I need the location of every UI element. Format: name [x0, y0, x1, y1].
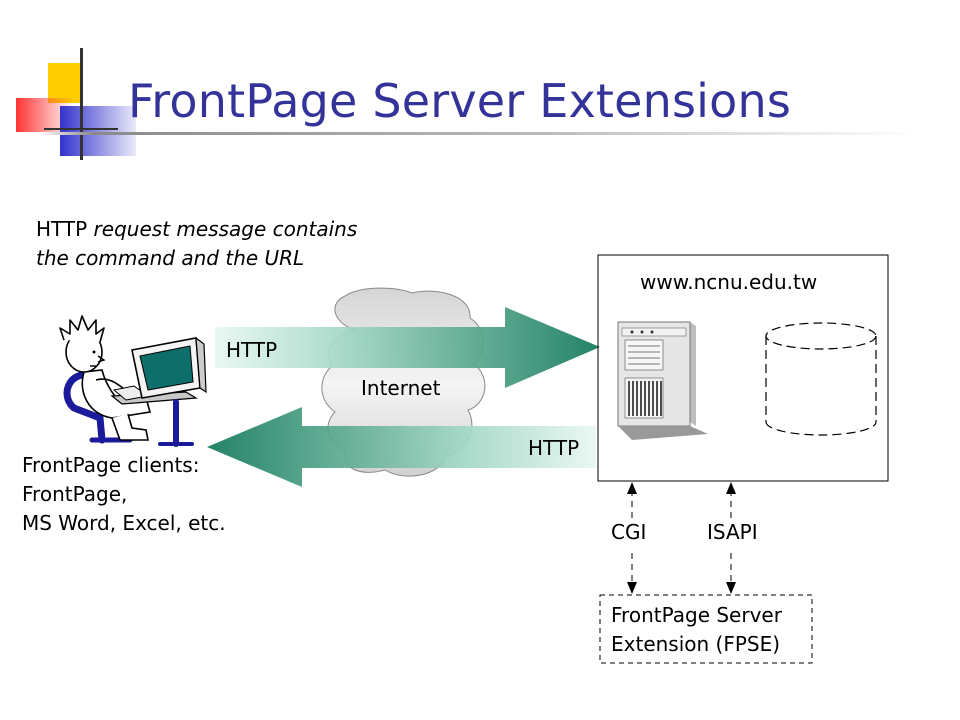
request-arrow — [215, 307, 600, 388]
client-user-icon — [59, 315, 207, 447]
isapi-label: ISAPI — [707, 520, 758, 544]
fpse-box — [599, 594, 813, 664]
request-note-rest: request message contains — [93, 217, 358, 241]
request-note: HTTP request message contains the comman… — [36, 215, 357, 273]
client-caption-line1: FrontPage clients: — [22, 453, 200, 477]
fpse-label: FrontPage Server Extension (FPSE) — [611, 601, 782, 659]
internet-label: Internet — [361, 376, 441, 400]
request-note-prefix: HTTP — [36, 217, 88, 241]
title-logo-icon — [16, 48, 136, 160]
response-arrow — [207, 407, 596, 487]
server-hostname: www.ncnu.edu.tw — [640, 270, 818, 294]
server-box — [597, 254, 889, 482]
isapi-connector — [726, 482, 736, 594]
request-arrow-label: HTTP — [226, 338, 278, 362]
slide-title: FrontPage Server Extensions — [128, 74, 791, 128]
client-caption-line2: FrontPage, — [22, 482, 128, 506]
cgi-connector — [627, 482, 637, 594]
client-caption: FrontPage clients: FrontPage, MS Word, E… — [22, 451, 226, 538]
fpse-label-line1: FrontPage Server — [611, 603, 782, 627]
request-note-line1: HTTP request message contains — [36, 215, 357, 244]
client-caption-line3: MS Word, Excel, etc. — [22, 511, 226, 535]
database-cylinder-icon — [765, 322, 877, 436]
server-tower-icon — [617, 321, 708, 440]
fpse-label-line2: Extension (FPSE) — [611, 632, 781, 656]
request-note-line2: the command and the URL — [36, 246, 305, 270]
title-underline — [40, 132, 920, 135]
cgi-label: CGI — [611, 520, 647, 544]
response-arrow-label: HTTP — [528, 436, 580, 460]
